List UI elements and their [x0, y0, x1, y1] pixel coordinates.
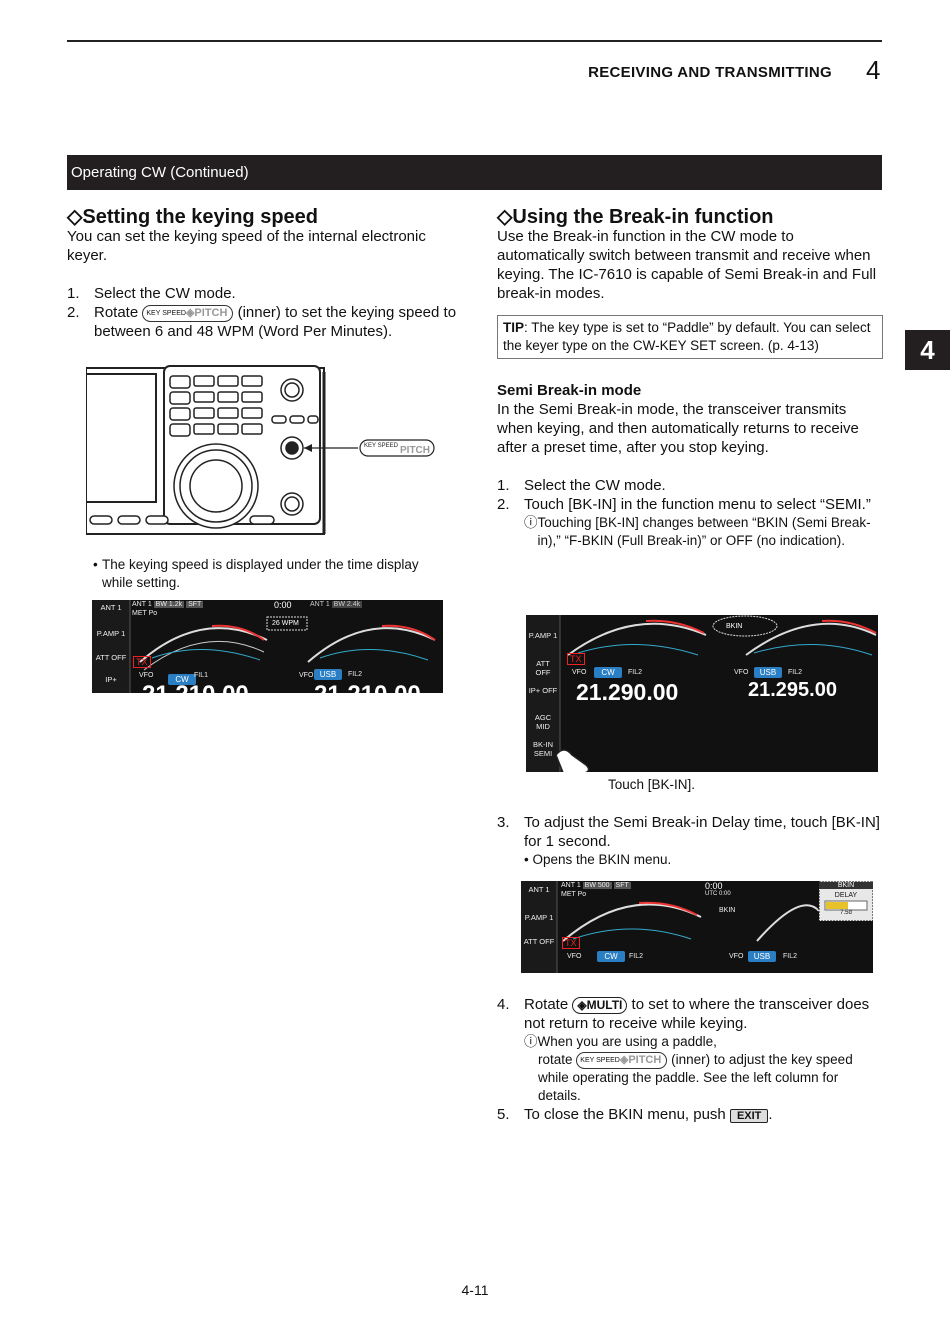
info-icon: ⓘ — [524, 1034, 538, 1049]
bkin-semi-screenshot: P.AMP 1 ATT OFF IP+ OFF AGC MID BK-IN SE… — [526, 615, 878, 772]
bkin-menu-title: BKIN — [819, 882, 873, 889]
right-step-3: 3.To adjust the Semi Break-in Delay time… — [497, 814, 880, 850]
bkin-menu-screenshot: ANT 1 P.AMP 1 ATT OFF ANT 1 BW 500 SFT M… — [521, 881, 873, 973]
left-step-2: 2. Rotate KEY SPEED◈PITCH (inner) to set… — [67, 304, 457, 340]
right-step-4-note: ⓘWhen you are using a paddle, rotate KEY… — [524, 1034, 853, 1103]
diamond-icon: ◇ — [67, 206, 83, 228]
main-frequency: 21.290.00 — [576, 679, 679, 705]
right-column: ◇Using the Break-in function Use the Bre… — [497, 206, 883, 550]
right-steps-4-5: 4. Rotate ◈MULTI to set to where the tra… — [497, 995, 883, 1124]
key-speed-knob-icon: KEY SPEED◈PITCH — [576, 1052, 668, 1069]
wpm-readout: 26 WPM — [272, 620, 299, 627]
right-heading: ◇Using the Break-in function — [497, 206, 774, 228]
time-display: 0:00 — [274, 600, 292, 610]
right-step-2: 2.Touch [BK-IN] in the function menu to … — [497, 496, 871, 513]
diamond-icon: ◇ — [497, 206, 513, 228]
chapter-number: 4 — [866, 55, 881, 85]
right-intro: Use the Break-in function in the CW mode… — [497, 228, 877, 302]
bkin-indicator: BKIN — [726, 623, 743, 630]
side-menu: P.AMP 1 ATT OFF IP+ OFF AGC MID BK-IN SE… — [528, 631, 558, 758]
info-icon: ⓘ — [524, 515, 538, 530]
chapter-title: RECEIVING AND TRANSMITTING — [588, 64, 832, 81]
right-step-4: 4. Rotate ◈MULTI to set to where the tra… — [497, 996, 870, 1032]
sub-frequency: 21.295.00 — [748, 679, 837, 701]
left-bullet: •The keying speed is displayed under the… — [93, 557, 419, 590]
right-step-5: 5. To close the BKIN menu, push EXIT. — [497, 1106, 773, 1123]
multi-knob-icon: ◈MULTI — [572, 997, 628, 1014]
wpm-display-screenshot: ANT 1 P.AMP 1 ATT OFF IP+ ANT 1 BW 1.2k … — [92, 600, 443, 693]
chapter-tab: 4 — [905, 330, 950, 370]
left-intro: You can set the keying speed of the inte… — [67, 228, 426, 264]
semi-breakin-heading: Semi Break-in mode — [497, 382, 642, 399]
key-speed-knob-icon: KEY SPEED◈PITCH — [142, 305, 234, 322]
right-step-3-note: • Opens the BKIN menu. — [524, 852, 672, 867]
page-number: 4-11 — [461, 1282, 489, 1298]
tip-box: TIP: The key type is set to “Paddle” by … — [497, 315, 883, 359]
hand-pointer-icon — [555, 749, 590, 772]
bkin-delay-item[interactable]: DELAY — [834, 892, 858, 899]
section-bar: Operating CW (Continued) — [67, 155, 882, 190]
radio-front-panel-illustration: KEY SPEED PITCH — [86, 365, 435, 535]
callout-key-speed: KEY SPEED — [364, 443, 399, 449]
side-menu: ANT 1 P.AMP 1 ATT OFF — [523, 885, 555, 946]
semi-breakin-intro: In the Semi Break-in mode, the transceiv… — [497, 401, 859, 456]
left-heading: ◇Setting the keying speed — [67, 206, 318, 228]
exit-key-icon: EXIT — [729, 1109, 769, 1123]
bkin-delay-value: 7.5d — [840, 910, 852, 916]
side-menu: ANT 1 P.AMP 1 ATT OFF IP+ — [95, 603, 127, 684]
callout-pitch: PITCH — [400, 445, 430, 456]
caption-touch-bkin: Touch [BK-IN]. — [608, 777, 696, 792]
header-rule — [67, 40, 882, 42]
left-step-1: 1.Select the CW mode. — [67, 285, 236, 302]
left-column: ◇Setting the keying speed You can set th… — [67, 206, 457, 341]
right-step-1: 1.Select the CW mode. — [497, 477, 666, 494]
right-step-3-block: 3.To adjust the Semi Break-in Delay time… — [497, 813, 883, 869]
